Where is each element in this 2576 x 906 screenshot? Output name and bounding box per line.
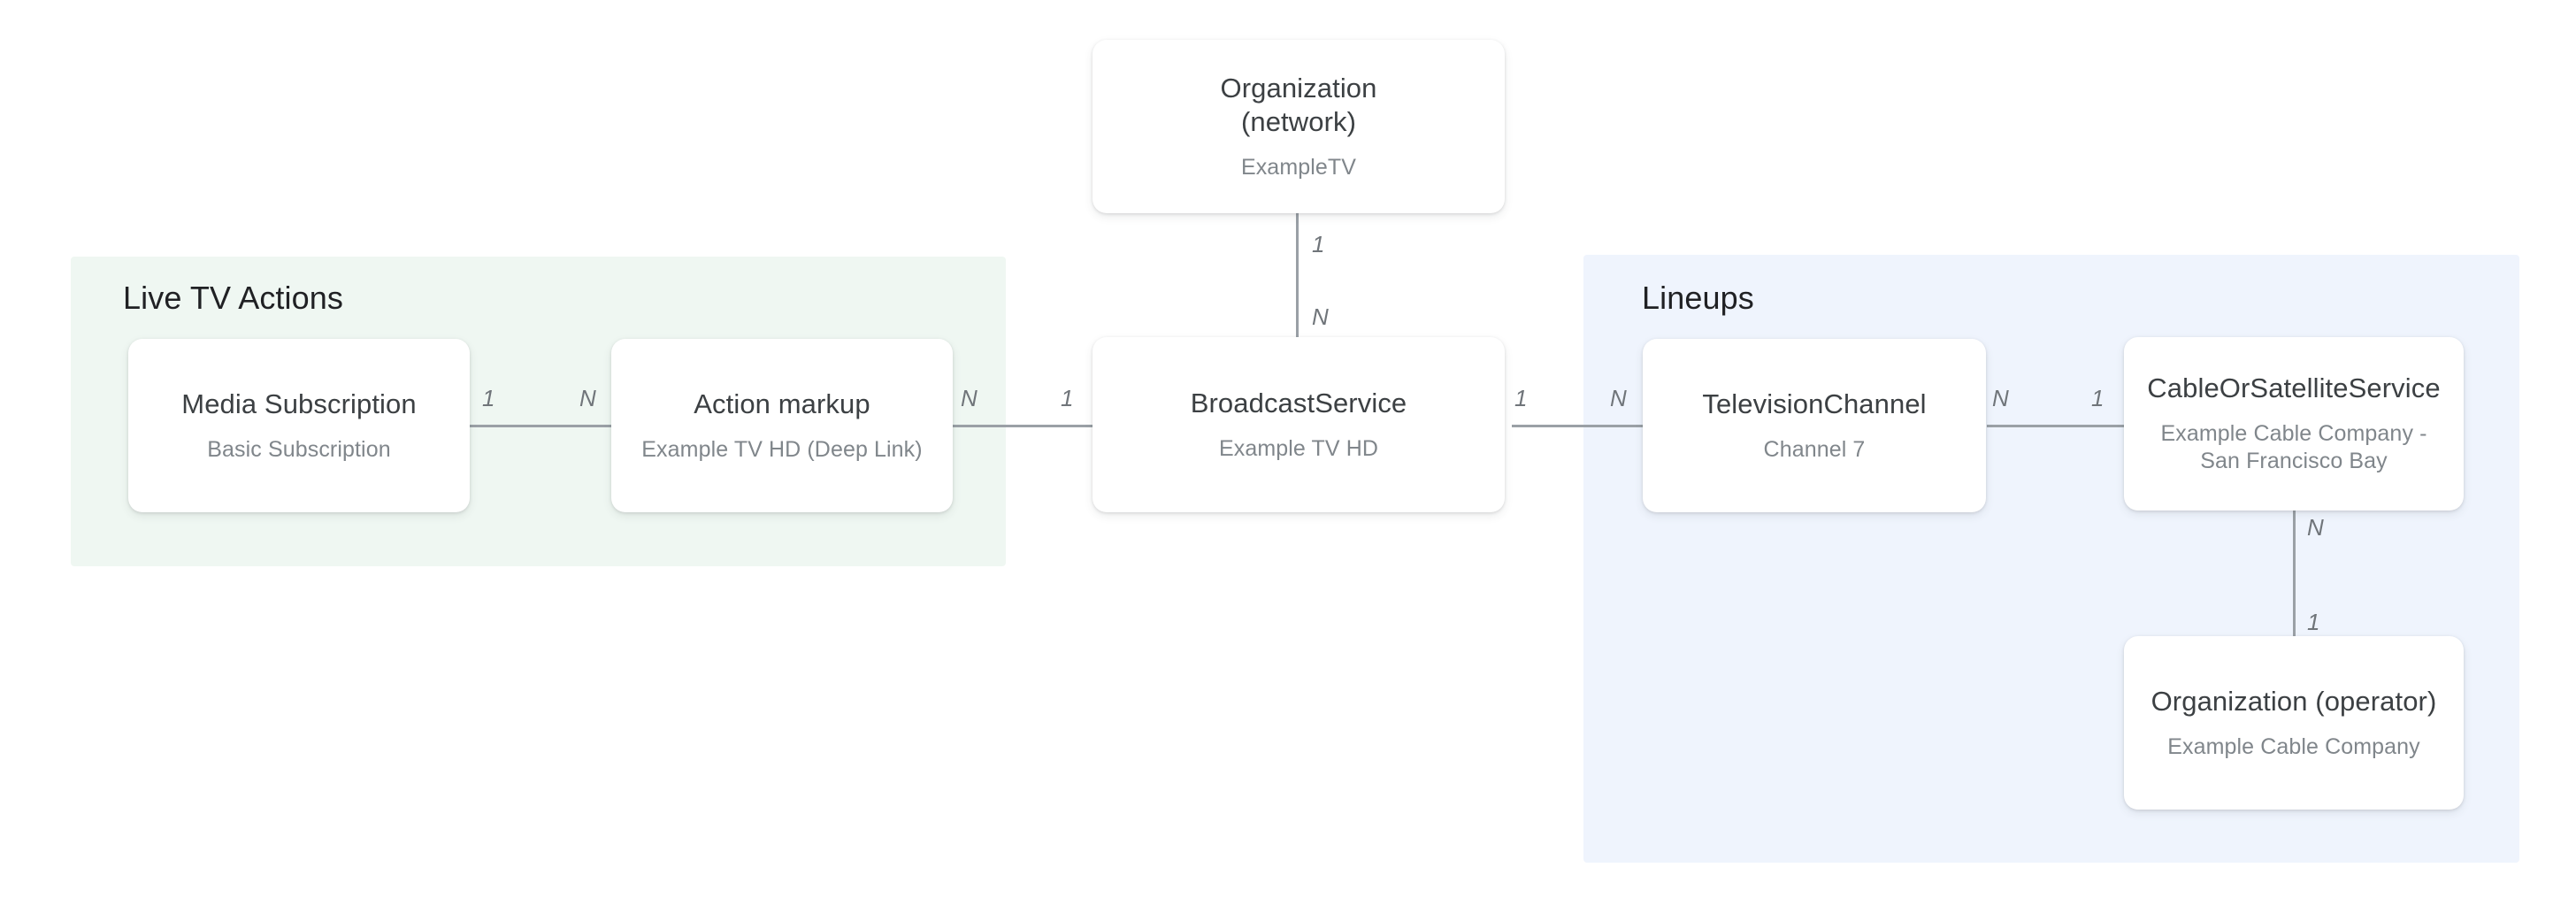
node-organization-operator[interactable]: Organization (operator) Example Cable Co… — [2124, 636, 2464, 810]
node-title-media-subscription: Media Subscription — [181, 388, 417, 419]
node-organization-network[interactable]: Organization (network) ExampleTV — [1092, 40, 1505, 213]
panel-title-live-tv-actions: Live TV Actions — [123, 280, 343, 316]
edge-label-broadcast-service-source-right: 1 — [1514, 385, 1528, 411]
edge-label-media-subscription-source: 1 — [482, 385, 495, 411]
edge-television-channel-to-cable-service — [1987, 425, 2127, 427]
node-subtitle-action-markup: Example TV HD (Deep Link) — [641, 436, 923, 462]
node-television-channel[interactable]: TelevisionChannel Channel 7 — [1643, 339, 1986, 512]
edge-label-action-markup-source: N — [961, 385, 978, 411]
node-title-television-channel: TelevisionChannel — [1702, 388, 1927, 419]
node-subtitle-cable-or-satellite-service: Example Cable Company - San Francisco Ba… — [2160, 420, 2427, 474]
node-subtitle-television-channel: Channel 7 — [1763, 436, 1866, 462]
node-title-action-markup: Action markup — [694, 388, 870, 419]
node-broadcast-service[interactable]: BroadcastService Example TV HD — [1092, 337, 1505, 512]
node-title-broadcast-service: BroadcastService — [1190, 387, 1407, 418]
edge-action-markup-to-broadcast-service — [953, 425, 1092, 427]
edge-label-cable-service-target: 1 — [2091, 385, 2104, 411]
node-title-organization-operator: Organization (operator) — [2150, 685, 2437, 717]
node-cable-or-satellite-service[interactable]: CableOrSatelliteService Example Cable Co… — [2124, 337, 2464, 511]
edge-label-action-markup-target: N — [579, 385, 596, 411]
edge-org-network-to-broadcast-service — [1296, 212, 1299, 338]
node-media-subscription[interactable]: Media Subscription Basic Subscription — [128, 339, 470, 512]
node-subtitle-organization-operator: Example Cable Company — [2167, 733, 2420, 759]
edge-label-org-operator-target: 1 — [2307, 609, 2320, 635]
edge-label-broadcast-service-target-left: 1 — [1061, 385, 1074, 411]
node-subtitle-organization-network: ExampleTV — [1240, 154, 1357, 180]
edge-cable-service-to-org-operator — [2293, 508, 2296, 637]
node-subtitle-media-subscription: Basic Subscription — [207, 436, 391, 462]
edge-label-television-channel-source: N — [1992, 385, 2009, 411]
edge-label-cable-service-source: N — [2307, 514, 2324, 541]
node-subtitle-broadcast-service: Example TV HD — [1218, 435, 1379, 461]
panel-title-lineups: Lineups — [1642, 280, 1754, 316]
node-action-markup[interactable]: Action markup Example TV HD (Deep Link) — [611, 339, 953, 512]
edge-label-broadcast-service-target-top: N — [1312, 303, 1329, 330]
edge-media-subscription-to-action-markup — [470, 425, 611, 427]
node-title-organization-network: Organization (network) — [1220, 72, 1377, 137]
edge-label-television-channel-target: N — [1610, 385, 1627, 411]
edge-label-org-network-source: 1 — [1312, 231, 1325, 257]
node-title-cable-or-satellite-service: CableOrSatelliteService — [2147, 372, 2441, 404]
edge-broadcast-service-to-television-channel — [1512, 425, 1644, 427]
